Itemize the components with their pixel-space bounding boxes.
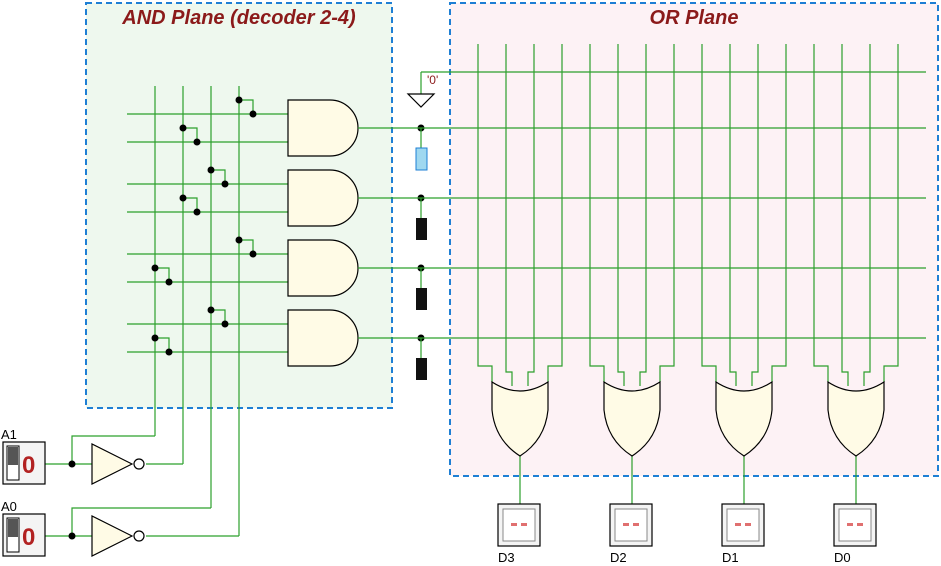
led-2 xyxy=(416,218,427,240)
led-4 xyxy=(416,358,427,380)
and-gates xyxy=(287,99,359,367)
and-gate-1 xyxy=(287,99,359,157)
pulldown-label: '0' xyxy=(427,73,438,87)
switch-a0-value: 0 xyxy=(22,524,35,551)
switch-a1-value: 0 xyxy=(22,452,35,479)
output-label-d0: D0 xyxy=(834,550,851,565)
output-display-d3 xyxy=(497,503,541,547)
led-3 xyxy=(416,288,427,310)
or-gate-d0 xyxy=(827,380,885,457)
output-displays xyxy=(497,503,877,547)
inverter-a1-bubble xyxy=(133,458,145,470)
or-gate-d1 xyxy=(715,380,773,457)
and-gate-3 xyxy=(287,239,359,297)
input-label-a1: A1 xyxy=(1,427,17,442)
and-plane-title: AND Plane (decoder 2-4) xyxy=(121,7,356,29)
or-gate-d2 xyxy=(603,380,661,457)
and-plane-horizontal-wires xyxy=(127,113,288,353)
and-gate-2 xyxy=(287,169,359,227)
ground-symbol xyxy=(406,93,436,108)
product-term-lines xyxy=(358,71,926,339)
or-plane-wires xyxy=(477,44,899,504)
or-gates xyxy=(491,380,885,457)
output-display-d0 xyxy=(833,503,877,547)
input-label-a0: A0 xyxy=(1,499,17,514)
output-label-d1: D1 xyxy=(722,550,739,565)
junction-dots xyxy=(68,96,425,540)
and-gate-4 xyxy=(287,309,359,367)
led-1-on xyxy=(415,147,428,171)
inverter-a1 xyxy=(91,443,134,485)
output-label-d3: D3 xyxy=(498,550,515,565)
led-indicators xyxy=(415,128,428,380)
and-plane-connections xyxy=(155,99,254,352)
output-display-d2 xyxy=(609,503,653,547)
input-switch-a1[interactable]: 0 xyxy=(2,441,46,485)
output-label-d2: D2 xyxy=(610,550,627,565)
output-display-d1 xyxy=(721,503,765,547)
or-gate-d3 xyxy=(491,380,549,457)
inverter-a0 xyxy=(91,515,134,557)
or-plane-title: OR Plane xyxy=(650,7,739,29)
inverter-a0-bubble xyxy=(133,530,145,542)
input-switch-a0[interactable]: 0 xyxy=(2,513,46,557)
inverters xyxy=(91,443,145,557)
